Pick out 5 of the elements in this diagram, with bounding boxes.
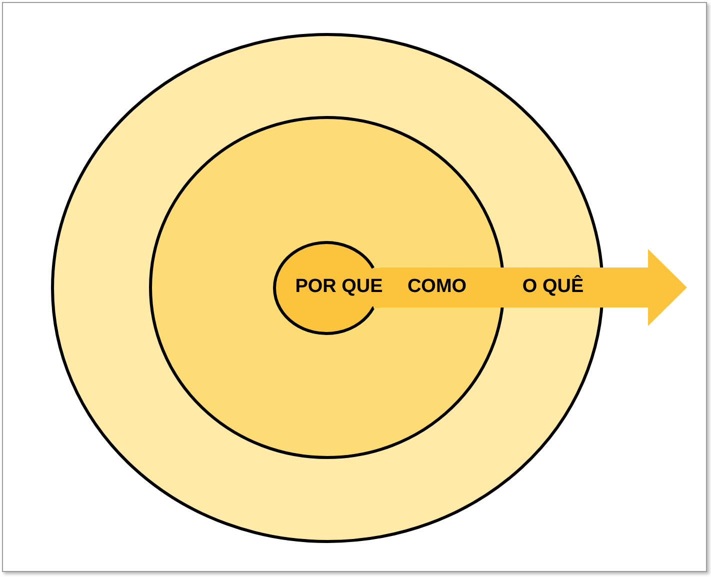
circle-label: POR QUE [295,276,383,298]
outer-circle [51,33,604,543]
middle-circle [149,116,505,459]
circle-label: COMO [407,276,467,298]
circle-label: O QUÊ [522,276,584,298]
